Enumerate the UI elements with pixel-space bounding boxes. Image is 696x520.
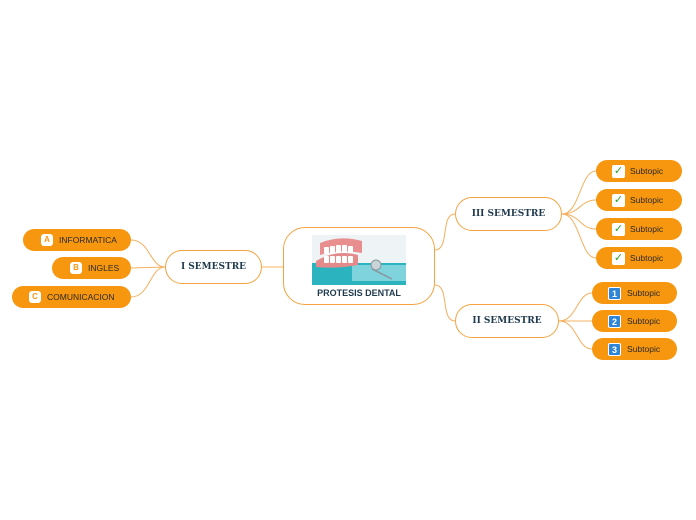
subtopic-label: INGLES <box>88 263 120 273</box>
subtopic-label: COMUNICACION <box>47 292 115 302</box>
subtopic-check-4[interactable]: ✓ Subtopic <box>596 247 682 269</box>
subtopic-label: Subtopic <box>627 316 661 326</box>
topic-label: I SEMESTRE <box>180 262 247 272</box>
central-topic[interactable]: PROTESIS DENTAL <box>283 227 435 305</box>
topic-i-semestre[interactable]: I SEMESTRE <box>165 250 262 284</box>
subtopic-check-1[interactable]: ✓ Subtopic <box>596 160 682 182</box>
check-icon: ✓ <box>612 251 625 265</box>
subtopic-numbered-3[interactable]: 3 Subtopic <box>592 338 677 360</box>
topic-label: III SEMESTRE <box>471 209 546 219</box>
topic-label: II SEMESTRE <box>472 316 542 326</box>
check-icon: ✓ <box>612 222 625 236</box>
topic-ii-semestre[interactable]: II SEMESTRE <box>455 304 559 338</box>
marker-c-icon: C <box>29 291 41 303</box>
subtopic-check-2[interactable]: ✓ Subtopic <box>596 189 682 211</box>
number-1-icon: 1 <box>608 286 621 300</box>
subtopic-label: Subtopic <box>630 166 664 176</box>
subtopic-label: Subtopic <box>630 195 664 205</box>
marker-a-icon: A <box>41 234 53 246</box>
dental-prosthesis-image <box>312 235 406 285</box>
subtopic-check-3[interactable]: ✓ Subtopic <box>596 218 682 240</box>
subtopic-label: Subtopic <box>630 224 664 234</box>
subtopic-numbered-1[interactable]: 1 Subtopic <box>592 282 677 304</box>
subtopic-label: Subtopic <box>627 344 661 354</box>
subtopic-numbered-2[interactable]: 2 Subtopic <box>592 310 677 332</box>
subtopic-label: INFORMATICA <box>59 235 117 245</box>
number-2-icon: 2 <box>608 314 621 328</box>
topic-iii-semestre[interactable]: III SEMESTRE <box>455 197 562 231</box>
marker-b-icon: B <box>70 262 82 274</box>
subtopic-informatica[interactable]: A INFORMATICA <box>23 229 131 251</box>
number-3-icon: 3 <box>608 342 621 356</box>
subtopic-label: Subtopic <box>630 253 664 263</box>
check-icon: ✓ <box>612 164 625 178</box>
subtopic-label: Subtopic <box>627 288 661 298</box>
subtopic-comunicacion[interactable]: C COMUNICACION <box>12 286 131 308</box>
central-topic-title: PROTESIS DENTAL <box>317 288 401 298</box>
subtopic-ingles[interactable]: B INGLES <box>52 257 131 279</box>
check-icon: ✓ <box>612 193 625 207</box>
